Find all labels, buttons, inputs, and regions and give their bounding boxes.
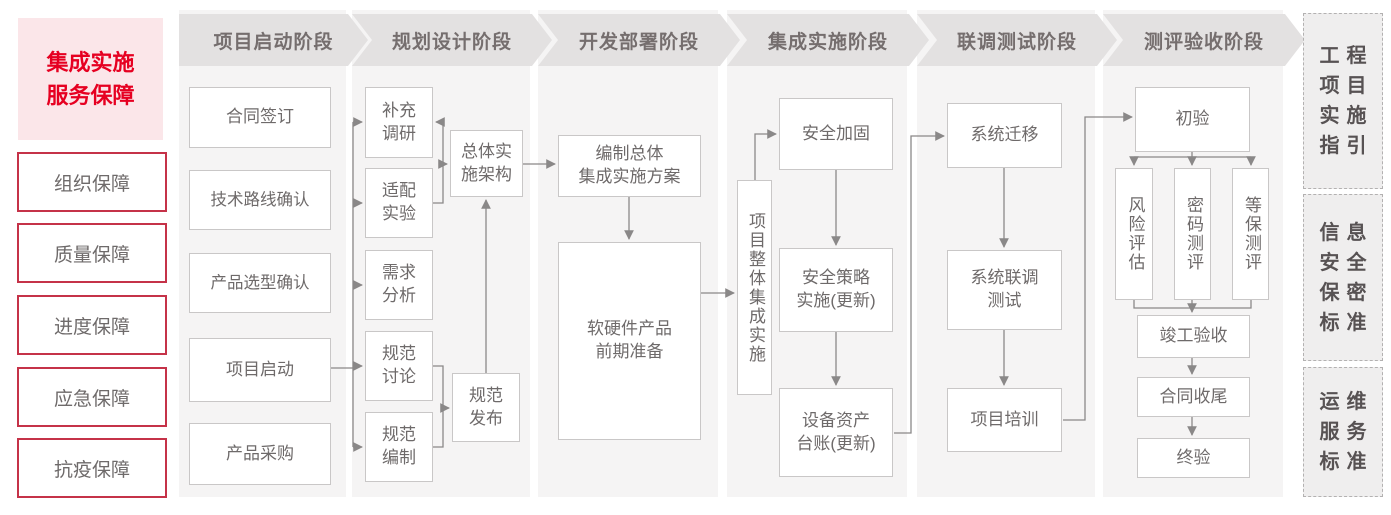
reference-project-implementation-guide: 工程 项目 实施 指引 xyxy=(1303,13,1383,189)
node-product-selection-confirm: 产品选型确认 xyxy=(189,253,331,313)
program-title: 集成实施 服务保障 xyxy=(18,18,163,140)
node-contract-closure: 合同收尾 xyxy=(1137,377,1250,417)
node-supplementary-research: 补充 调研 xyxy=(365,87,433,158)
node-risk-assessment: 风险评估 xyxy=(1115,168,1153,300)
node-initial-acceptance: 初验 xyxy=(1135,87,1250,152)
node-requirement-analysis: 需求 分析 xyxy=(365,250,433,320)
reference-om-service-standard: 运维 服务 标准 xyxy=(1303,367,1383,497)
node-security-policy-update: 安全策略 实施(更新) xyxy=(779,248,893,332)
node-crypto-evaluation: 密码测评 xyxy=(1174,168,1211,300)
phase-header-evaluation-acceptance: 测评验收阶段 xyxy=(1103,14,1305,66)
phase-header-joint-testing: 联调测试阶段 xyxy=(917,14,1117,66)
phase-header-integration: 集成实施阶段 xyxy=(727,14,929,66)
node-overall-integration-implementation: 项目整体集成实施 xyxy=(737,180,772,395)
node-overall-integration-plan: 编制总体 集成实施方案 xyxy=(558,135,701,197)
sidebar-item-schedule-guarantee: 进度保障 xyxy=(17,295,167,355)
node-spec-release: 规范 发布 xyxy=(452,373,520,442)
sidebar-item-organization-guarantee: 组织保障 xyxy=(17,152,167,212)
node-final-acceptance: 终验 xyxy=(1137,438,1250,478)
sidebar-item-antiepidemic-guarantee: 抗疫保障 xyxy=(17,438,167,498)
node-product-procurement: 产品采购 xyxy=(189,423,331,485)
node-asset-ledger-update: 设备资产 台账(更新) xyxy=(779,388,893,477)
node-system-migration: 系统迁移 xyxy=(947,103,1062,168)
phase-header-dev-deployment: 开发部署阶段 xyxy=(538,14,740,66)
sidebar-item-quality-guarantee: 质量保障 xyxy=(17,223,167,283)
node-overall-implementation-architecture: 总体实 施架构 xyxy=(450,130,523,197)
node-adaptation-experiment: 适配 实验 xyxy=(365,168,433,238)
node-hw-sw-preparation: 软硬件产品 前期准备 xyxy=(558,242,701,440)
node-project-kickoff: 项目启动 xyxy=(189,338,331,402)
node-classified-protection-evaluation: 等保测评 xyxy=(1232,168,1269,300)
node-security-hardening: 安全加固 xyxy=(779,98,893,170)
node-spec-drafting: 规范 编制 xyxy=(365,412,433,482)
phase-header-kickoff: 项目启动阶段 xyxy=(179,14,368,66)
node-project-training: 项目培训 xyxy=(947,388,1062,452)
sidebar-item-emergency-guarantee: 应急保障 xyxy=(17,367,167,427)
reference-infosec-confidentiality-standard: 信息 安全 保密 标准 xyxy=(1303,194,1383,361)
node-contract-signing: 合同签订 xyxy=(189,87,331,148)
node-completion-acceptance: 竣工验收 xyxy=(1137,315,1250,358)
node-spec-discussion: 规范 讨论 xyxy=(365,331,433,401)
node-joint-debug-test: 系统联调 测试 xyxy=(947,250,1062,330)
phase-header-planning-design: 规划设计阶段 xyxy=(352,14,552,66)
node-tech-route-confirm: 技术路线确认 xyxy=(189,170,331,230)
